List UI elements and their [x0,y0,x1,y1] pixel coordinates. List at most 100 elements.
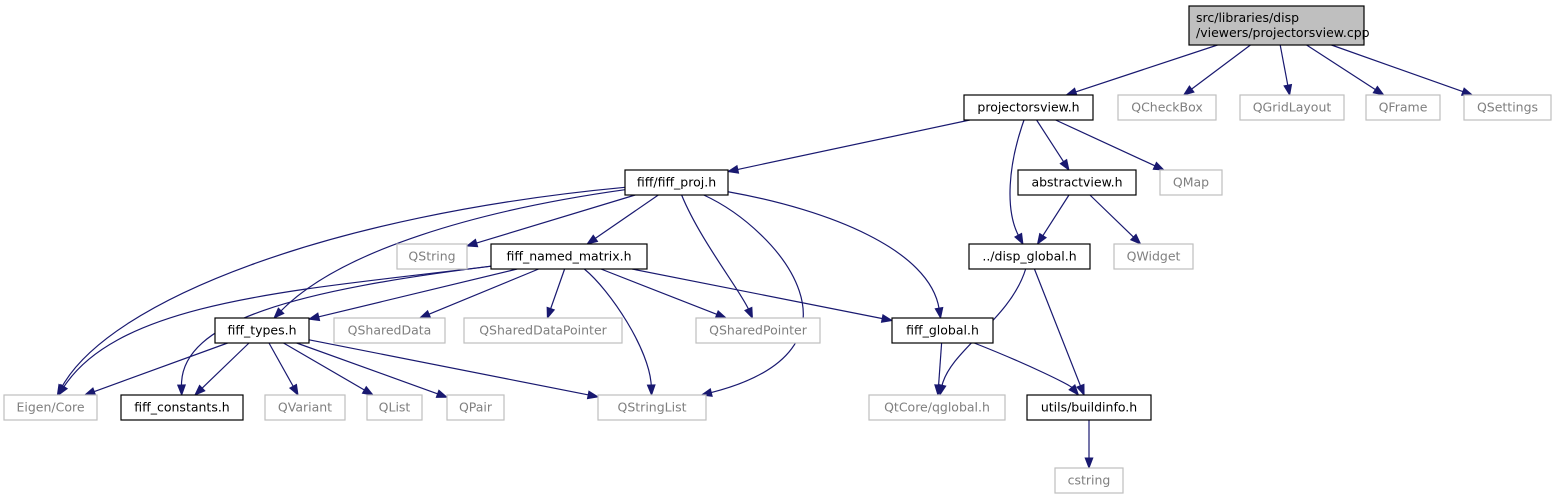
node-fifftypes[interactable]: fiff_types.h [214,317,310,344]
node-box [1159,169,1223,196]
node-label: abstractview.h [1031,175,1122,190]
node-qtcoreglobal: QtCore/qglobal.h [868,394,1006,421]
node-root[interactable]: src/libraries/disp/viewers/projectorsvie… [1188,5,1370,46]
node-label: QVariant [278,400,332,415]
node-box [396,243,468,270]
node-label: QtCore/qglobal.h [884,400,990,415]
node-box [891,317,994,344]
node-box [1365,94,1441,121]
edge-line [296,342,439,395]
node-label: src/libraries/disp [1196,10,1299,25]
node-qvariant: QVariant [264,394,346,421]
edge-root-to-qframe [1306,44,1385,96]
node-label: /viewers/projectorsview.cpp [1196,25,1370,40]
edge-line [283,342,366,391]
node-qcheckbox: QCheckBox [1117,94,1217,121]
node-label: fiff_global.h [906,323,979,338]
edge-arrowhead [714,309,728,319]
edge-line [1306,44,1377,91]
node-abstractview[interactable]: abstractview.h [1017,169,1137,196]
node-qshareddataptr: QSharedDataPointer [463,317,623,344]
node-box [120,394,244,421]
edge-line [62,265,492,388]
node-box [333,317,446,344]
node-label: QStringList [618,400,687,415]
node-label: QWidget [1127,249,1181,264]
edge-fifftypes-to-fiffconstants [193,342,250,396]
edge-arrowhead [937,383,947,397]
node-fiffconstants[interactable]: fiff_constants.h [120,394,244,421]
node-box [1188,5,1365,46]
node-projectorsview[interactable]: projectorsview.h [963,94,1094,121]
node-qshareddata: QSharedData [333,317,446,344]
edge-fiffproj-to-qsharedptr [681,194,754,320]
edge-arrowhead [726,164,740,174]
node-label: projectorsview.h [977,100,1079,115]
edge-line [1036,119,1065,163]
edge-line [973,342,1074,389]
node-label: fiff_types.h [227,323,296,338]
node-label: QGridLayout [1253,100,1332,115]
edge-arrowhead [1129,233,1142,245]
edge-line [727,191,940,310]
node-fiffproj[interactable]: fiff/fiff_proj.h [624,169,729,196]
node-dispglobal[interactable]: ../disp_global.h [968,243,1091,270]
node-label: QSharedDataPointer [479,323,607,338]
edge-fiffproj-to-eigencore [56,186,626,397]
node-qsharedptr: QSharedPointer [695,317,821,344]
edge-arrowhead [1036,232,1048,246]
node-box [868,394,1006,421]
edge-arrowhead [361,385,375,396]
edge-projectorsview-to-dispglobal [1009,119,1025,246]
node-label: cstring [1068,473,1111,488]
edge-line [1279,44,1289,87]
edge-arrowhead [700,388,713,397]
edge-namedmatrix-to-qshareddataptr [546,268,566,320]
edge-abstractview-to-dispglobal [1036,194,1070,246]
edge-line [1033,268,1082,387]
edge-line [1041,194,1070,237]
edge-arrowhead [1460,87,1474,96]
node-buildinfo[interactable]: utils/buildinfo.h [1026,394,1152,421]
edge-arrowhead [1064,87,1078,96]
edge-line [317,268,518,318]
node-label: QMap [1173,175,1209,190]
edge-arrowhead [1283,83,1293,97]
edge-arrowhead [288,383,299,397]
edge-root-to-projectorsview [1064,44,1218,96]
edge-arrowhead [1076,383,1085,397]
edge-arrowhead [273,307,285,320]
edge-line [475,194,636,244]
node-label: QList [379,400,411,415]
edge-line [681,194,750,311]
edge-projectorsview-to-qmap [1055,119,1166,171]
node-namedmatrix[interactable]: fiff_named_matrix.h [490,243,648,270]
node-box [968,243,1091,270]
node-qframe: QFrame [1365,94,1441,121]
edge-line [736,119,970,171]
edge-fiffglobal-to-buildinfo [973,342,1080,397]
edge-namedmatrix-to-qstringlist [583,268,656,397]
edge-fifftypes-to-qstringlist [308,339,600,400]
edge-arrowhead [176,384,186,397]
node-qgridlayout: QGridLayout [1239,94,1345,121]
node-box [1054,467,1124,494]
node-label: QSharedPointer [709,323,808,338]
edge-line [308,339,590,396]
node-fiffglobal[interactable]: fiff_global.h [891,317,994,344]
node-box [264,394,346,421]
node-label: fiff_named_matrix.h [506,249,631,264]
node-box [214,317,310,344]
edge-line [201,342,250,390]
edge-line [427,268,539,316]
edge-line [93,342,228,393]
node-qstringlist: QStringList [597,394,707,421]
edge-line [61,186,626,388]
edge-fifftypes-to-qpair [296,342,449,398]
edge-arrowhead [83,387,97,396]
edge-arrowhead [1182,85,1195,96]
node-qstring: QString [396,243,468,270]
edge-line [268,342,295,388]
edge-arrowhead [546,306,556,320]
